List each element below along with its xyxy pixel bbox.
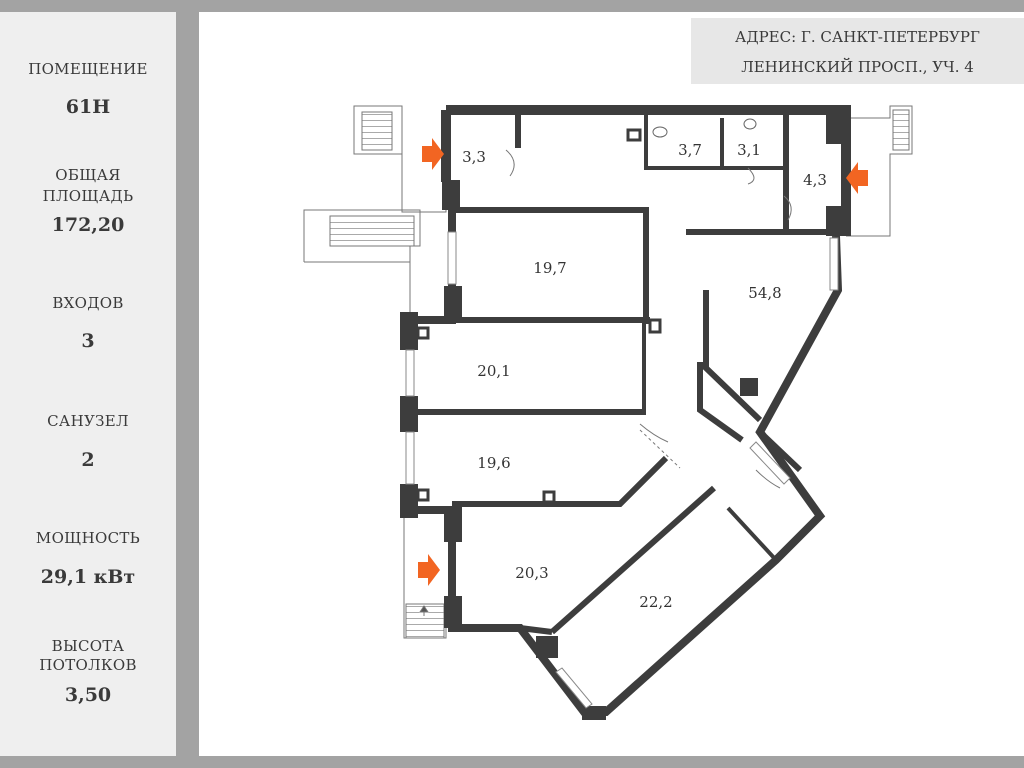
entrance-arrows <box>418 138 868 586</box>
room-area-20-1: 20,1 <box>477 362 510 380</box>
premises-value: 61Н <box>65 96 111 118</box>
bathroom-value: 2 <box>81 449 95 471</box>
room-labels: 3,3 3,7 3,1 4,3 19,7 54,8 20,1 19,6 20,3… <box>462 141 827 611</box>
windows <box>405 231 839 709</box>
toilet-icons <box>652 118 757 138</box>
wall-pillars <box>400 110 846 720</box>
ceiling-label-line1: ВЫСОТА <box>51 637 125 655</box>
entrance-arrow-top-left <box>422 138 444 170</box>
ceiling-label-line2: ПОТОЛКОВ <box>39 656 137 674</box>
entrance-arrow-right <box>846 162 868 194</box>
stairs-top-left <box>353 105 447 213</box>
entrances-value: 3 <box>81 330 95 352</box>
info-sidebar: ПОМЕЩЕНИЕ 61Н ОБЩАЯ ПЛОЩАДЬ 172,20 ВХОДО… <box>0 12 176 756</box>
room-area-22-2: 22,2 <box>639 593 672 611</box>
address-line-street: ЛЕНИНСКИЙ ПРОСП., УЧ. 4 <box>741 58 974 76</box>
power-value: 29,1 кВт <box>40 566 136 588</box>
entrances-label: ВХОДОВ <box>52 294 124 312</box>
room-area-19-7: 19,7 <box>533 259 566 277</box>
room-area-3-3: 3,3 <box>462 148 486 166</box>
entrance-arrow-bottom-left <box>418 554 440 586</box>
stairs-right <box>846 105 913 237</box>
room-area-3-7: 3,7 <box>678 141 702 159</box>
power-label: МОЩНОСТЬ <box>35 529 141 547</box>
area-label-line1: ОБЩАЯ <box>55 166 121 184</box>
room-area-4-3: 4,3 <box>803 171 827 189</box>
doors <box>505 149 792 489</box>
area-label-line2: ПЛОЩАДЬ <box>42 187 134 205</box>
address-line-city: АДРЕС: Г. САНКТ-ПЕТЕРБУРГ <box>735 28 980 46</box>
room-area-3-1: 3,1 <box>737 141 761 159</box>
address-box: АДРЕС: Г. САНКТ-ПЕТЕРБУРГ ЛЕНИНСКИЙ ПРОС… <box>691 18 1024 84</box>
floor-plan-panel: АДРЕС: Г. САНКТ-ПЕТЕРБУРГ ЛЕНИНСКИЙ ПРОС… <box>199 12 1024 756</box>
room-area-19-6: 19,6 <box>477 454 510 472</box>
bathroom-label: САНУЗЕЛ <box>47 412 129 430</box>
ceiling-value: 3,50 <box>64 684 112 706</box>
stairs-left-side <box>303 209 421 312</box>
premises-label: ПОМЕЩЕНИЕ <box>28 60 148 78</box>
room-area-54-8: 54,8 <box>748 284 781 302</box>
room-area-20-3: 20,3 <box>515 564 548 582</box>
walls <box>406 105 851 716</box>
area-value: 172,20 <box>51 214 125 236</box>
